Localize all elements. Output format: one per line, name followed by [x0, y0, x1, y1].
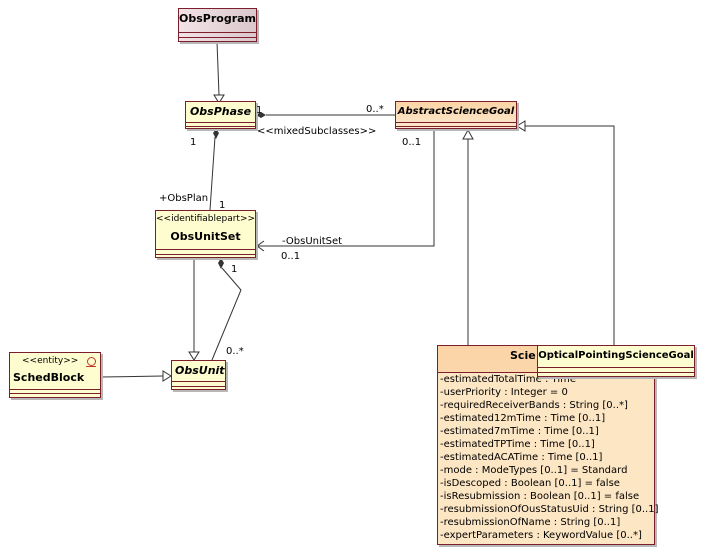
- science-goal-attribute: -isDescoped : Boolean [0..1] = false: [440, 478, 620, 489]
- obs-unit-class[interactable]: ObsUnit: [171, 360, 226, 390]
- obs-program-class[interactable]: ObsProgram: [178, 8, 257, 42]
- science-goal-attribute: -estimatedTPTime : Time [0..1]: [440, 439, 595, 450]
- obs-phase-name: ObsPhase: [189, 105, 252, 118]
- phase-end-multiplicity: 1: [256, 105, 263, 116]
- optical-pointing-science-goal-class[interactable]: OpticalPointingScienceGoal: [537, 345, 695, 377]
- obs-phase-class[interactable]: ObsPhase: [185, 101, 256, 129]
- phase-goal-multiplicity: 0..*: [366, 104, 384, 115]
- abstract-science-goal-class[interactable]: AbstractScienceGoal: [395, 101, 517, 129]
- attribute-list: -estimatedTotalTime : Time -userPriority …: [438, 373, 659, 542]
- phase-set-composition: [209, 129, 219, 211]
- sciencegoal-abstract-generalization: [462, 128, 474, 345]
- science-goal-attribute: -expertParameters : KeywordValue [0..*]: [440, 530, 642, 541]
- obs-unit-set-stereotype: <<identifiablepart>>: [156, 214, 256, 224]
- obs-unit-set-role: -ObsUnitSet: [282, 236, 343, 247]
- phase-goal-composition: [256, 112, 395, 118]
- science-goal-attribute: -estimated12mTime : Time [0..1]: [440, 413, 606, 424]
- set-unit-multiplicity: 1: [231, 264, 238, 275]
- goal-set-multiplicity: 0..1: [402, 137, 422, 148]
- science-goal-attributes: -estimatedTotalTime : Time -userPriority …: [438, 372, 659, 544]
- science-goal-name: Scie: [510, 349, 536, 362]
- optical-pointing-science-goal-name: OpticalPointingScienceGoal: [538, 350, 694, 361]
- science-goal-class[interactable]: Scie -estimatedTotalTime : Time -userPrio…: [437, 345, 659, 545]
- sched-block-stereotype: <<entity>>: [22, 356, 79, 366]
- science-goal-attribute: -resubmissionOfOusStatusUid : String [0.…: [440, 504, 659, 515]
- set-unit-generalization: [188, 258, 200, 361]
- obs-unit-name: ObsUnit: [175, 364, 225, 377]
- science-goal-attribute: -userPriority : Integer = 0: [440, 387, 568, 398]
- science-goal-attribute: -isResubmission : Boolean [0..1] = false: [440, 491, 640, 502]
- mixed-subclasses-stereotype: <<mixedSubclasses>>: [257, 126, 377, 137]
- sched-block-name: SchedBlock: [13, 371, 85, 384]
- science-goal-attribute: -resubmissionOfName : String [0..1]: [440, 517, 621, 528]
- obs-unit-set-class[interactable]: <<identifiablepart>> ObsUnitSet: [155, 210, 256, 258]
- obs-unit-set-multiplicity: 0..1: [281, 251, 301, 262]
- science-goal-attribute: -estimatedTotalTime : Time: [440, 374, 576, 385]
- optical-abstract-generalization: [516, 120, 615, 345]
- sched-block-class[interactable]: <<entity>> SchedBlock: [9, 352, 101, 398]
- science-goal-attribute: -requiredReceiverBands : String [0..*]: [440, 400, 628, 411]
- science-goal-attribute: -estimatedACATime : Time [0..1]: [440, 452, 603, 463]
- abstract-science-goal-name: AbstractScienceGoal: [397, 106, 515, 117]
- science-goal-attribute: -estimated7mTime : Time [0..1]: [440, 426, 599, 437]
- entity-icon-base: [86, 366, 96, 367]
- entity-icon: [87, 357, 96, 366]
- obs-plan-role: +ObsPlan: [159, 193, 209, 204]
- program-phase-generalization: [213, 41, 225, 104]
- obs-program-name: ObsProgram: [179, 12, 256, 25]
- set-unit-composition: [211, 258, 242, 361]
- science-goal-attribute: -mode : ModeTypes [0..1] = Standard: [440, 465, 628, 476]
- phase-set-multiplicity: 1: [190, 137, 197, 148]
- obs-unit-set-name: ObsUnitSet: [170, 230, 241, 243]
- unit-multiplicity: 0..*: [226, 346, 244, 357]
- schedblock-unit-generalization: [100, 370, 172, 382]
- set-top-multiplicity: 1: [219, 200, 226, 211]
- goal-set-association: [256, 126, 435, 252]
